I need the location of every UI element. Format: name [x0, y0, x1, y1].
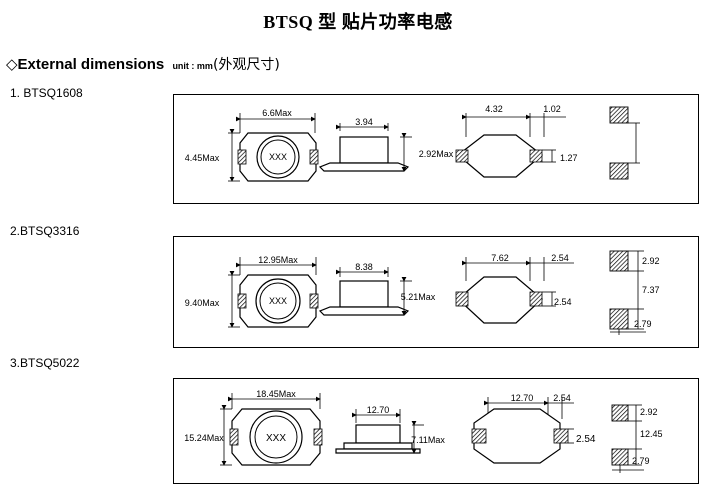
dim-end-mid: 12.45	[640, 429, 663, 439]
dim-width: 18.45Max	[256, 389, 296, 399]
dim-width: 12.95Max	[258, 255, 298, 265]
section-heading: ◇External dimensions unit : mm(外观尺寸)	[6, 54, 280, 74]
dim-body-width: 3.94	[355, 117, 373, 127]
side-view: 8.38 5.21Max	[318, 262, 436, 316]
heading-text: External dimensions	[17, 56, 165, 73]
footprint-view: 7.62 2.54 2.54	[455, 253, 574, 324]
dim-pad-span: 7.62	[491, 253, 509, 263]
dim-pad-span: 4.32	[485, 104, 503, 114]
dim-end-bottom: 2.79	[632, 456, 650, 466]
drawing-btsq1608: 6.6Max XXX 4.45Max 3.94 2.92Max	[185, 104, 640, 182]
dim-body-width: 8.38	[355, 262, 373, 272]
dim-body-height: 5.21Max	[401, 292, 436, 302]
dim-end-mid: 7.37	[642, 285, 660, 295]
drawing-panel-btsq5022: 18.45Max XXX 15.24Max 12.70 7.11Max	[173, 378, 699, 484]
dim-width: 6.6Max	[262, 108, 292, 118]
part-marking: XXX	[269, 152, 287, 162]
dim-pad-width: 2.54	[551, 253, 569, 263]
top-view: 12.95Max XXX 9.40Max	[185, 255, 319, 328]
section-label-btsq1608: 1. BTSQ1608	[10, 86, 83, 100]
dim-pad-height: 1.27	[560, 153, 578, 163]
end-view: 2.92 12.45 2.79	[611, 404, 663, 473]
dim-body-width: 12.70	[367, 405, 390, 415]
dim-pad-height: 2.54	[554, 297, 572, 307]
end-view: 2.92 7.37 2.79	[609, 250, 660, 335]
drawing-btsq3316: 12.95Max XXX 9.40Max 8.38 5.21Max	[185, 250, 660, 335]
section-label-btsq5022: 3.BTSQ5022	[10, 356, 80, 370]
dim-height: 15.24Max	[184, 433, 224, 443]
dim-end-bottom: 2.79	[634, 319, 652, 329]
heading-unit: unit : mm	[172, 61, 213, 71]
dim-height: 9.40Max	[185, 298, 220, 308]
side-view: 3.94 2.92Max	[318, 117, 454, 172]
dim-pad-width: 1.02	[543, 104, 561, 114]
page-title: BTSQ 型 贴片功率电感	[263, 12, 453, 32]
footprint-view: 4.32 1.02 1.27	[455, 104, 578, 178]
dim-pad-span: 12.70	[511, 393, 534, 403]
dim-body-height: 2.92Max	[419, 149, 454, 159]
section-label-btsq3316: 2.BTSQ3316	[10, 224, 80, 238]
dim-pad-width: 2.54	[553, 393, 571, 403]
drawing-panel-btsq3316: 12.95Max XXX 9.40Max 8.38 5.21Max	[173, 236, 699, 348]
diamond-icon: ◇	[6, 56, 18, 73]
drawing-btsq5022: 18.45Max XXX 15.24Max 12.70 7.11Max	[184, 389, 663, 473]
top-view: 6.6Max XXX 4.45Max	[185, 108, 319, 182]
heading-cn: (外观尺寸)	[212, 57, 280, 73]
dim-end-top: 2.92	[642, 256, 660, 266]
dim-height: 4.45Max	[185, 153, 220, 163]
side-view: 12.70 7.11Max	[335, 405, 445, 454]
dim-end-top: 2.92	[640, 407, 658, 417]
drawing-panel-btsq1608: 6.6Max XXX 4.45Max 3.94 2.92Max	[173, 94, 699, 204]
top-view: 18.45Max XXX 15.24Max	[184, 389, 323, 466]
part-marking: XXX	[269, 296, 287, 306]
part-marking: XXX	[266, 433, 286, 444]
footprint-view: 12.70 2.54 2.54	[471, 393, 596, 464]
dim-pad-height: 2.54	[576, 434, 596, 445]
dim-body-height: 7.11Max	[411, 435, 445, 445]
end-view	[609, 106, 640, 180]
